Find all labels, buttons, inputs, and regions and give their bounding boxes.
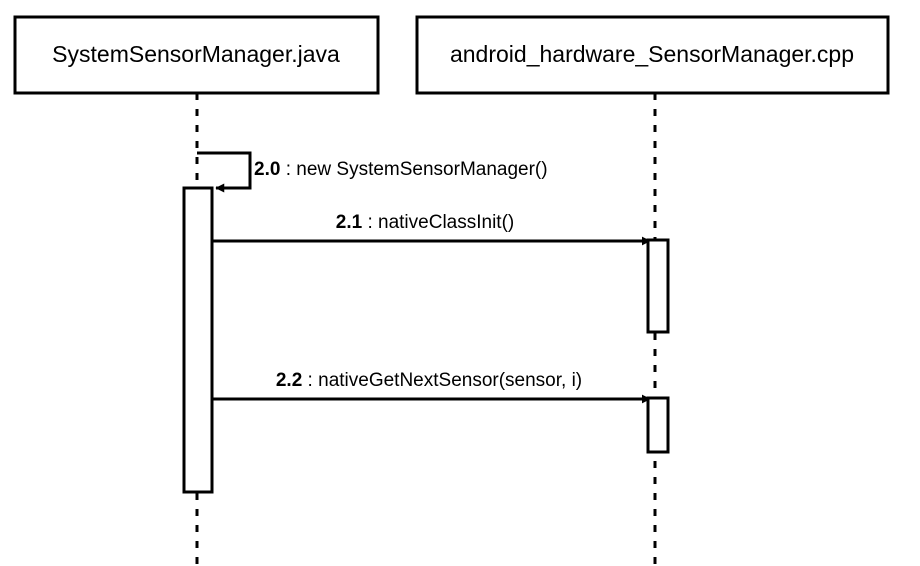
message-2-0-self-arrow [197, 151, 252, 193]
participant-java[interactable]: SystemSensorManager.java [13, 15, 380, 95]
message-2-2[interactable]: 2.2 : nativeGetNextSensor(sensor, i) [212, 370, 651, 404]
participant-cpp[interactable]: android_hardware_SensorManager.cpp [415, 15, 890, 95]
message-2-1[interactable]: 2.1 : nativeClassInit() [212, 212, 651, 246]
message-2-1-name: nativeClassInit() [378, 212, 514, 233]
participant-box-java [13, 15, 380, 95]
message-2-0-seq: 2.0 [254, 159, 280, 180]
message-2-1-seq: 2.1 [336, 212, 363, 233]
message-2-0[interactable]: 2.0 : new SystemSensorManager() [197, 151, 548, 193]
message-2-0-separator: : [280, 159, 296, 180]
message-2-2-label: 2.2 : nativeGetNextSensor(sensor, i) [276, 370, 582, 391]
message-2-1-label: 2.1 : nativeClassInit() [336, 212, 514, 233]
message-2-2-seq: 2.2 [276, 370, 302, 391]
activation-bar-cpp-1 [646, 238, 670, 334]
message-2-0-label: 2.0 : new SystemSensorManager() [254, 159, 548, 180]
activation-bar-java [182, 186, 214, 494]
participant-label-cpp: android_hardware_SensorManager.cpp [450, 41, 854, 67]
message-2-2-name: nativeGetNextSensor(sensor, i) [318, 370, 582, 391]
message-2-2-separator: : [302, 370, 318, 391]
activation-bar-cpp-2 [646, 396, 670, 454]
message-2-0-name: new SystemSensorManager() [296, 159, 547, 180]
message-2-1-separator: : [362, 212, 378, 233]
participant-box-cpp [415, 15, 890, 95]
participant-label-java: SystemSensorManager.java [52, 41, 340, 67]
